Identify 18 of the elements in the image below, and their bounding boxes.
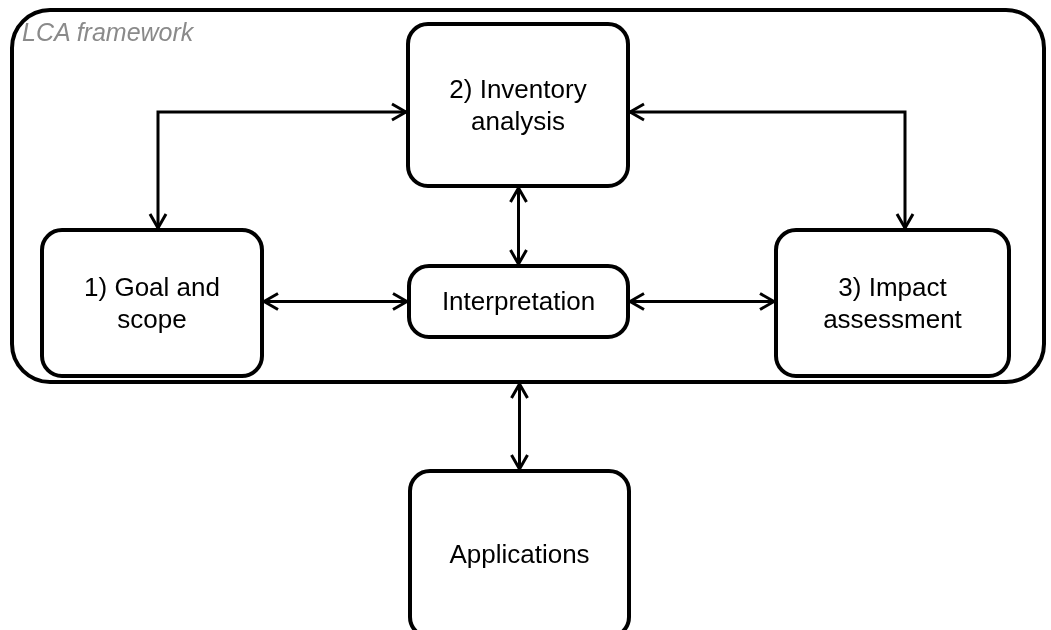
box-label: 1) Goal and scope: [83, 270, 221, 336]
process-box: [774, 228, 1011, 378]
process-box: [407, 264, 630, 339]
double-arrow: [262, 292, 409, 311]
box-label: 3) Impact assessment: [822, 270, 963, 336]
box-label: 2) Inventory analysis: [448, 72, 588, 138]
framework-container: [10, 8, 1046, 384]
double-arrow: [628, 292, 776, 311]
double-arrow: [148, 102, 408, 230]
double-arrow: [510, 382, 529, 471]
process-box: [408, 469, 631, 630]
box-label: Interpretation: [441, 285, 596, 318]
double-arrow: [509, 186, 528, 266]
box-label: Applications: [449, 537, 590, 571]
double-arrow: [628, 102, 915, 230]
process-box: [406, 22, 630, 188]
process-box: [40, 228, 264, 378]
container-title: LCA framework: [22, 18, 194, 47]
